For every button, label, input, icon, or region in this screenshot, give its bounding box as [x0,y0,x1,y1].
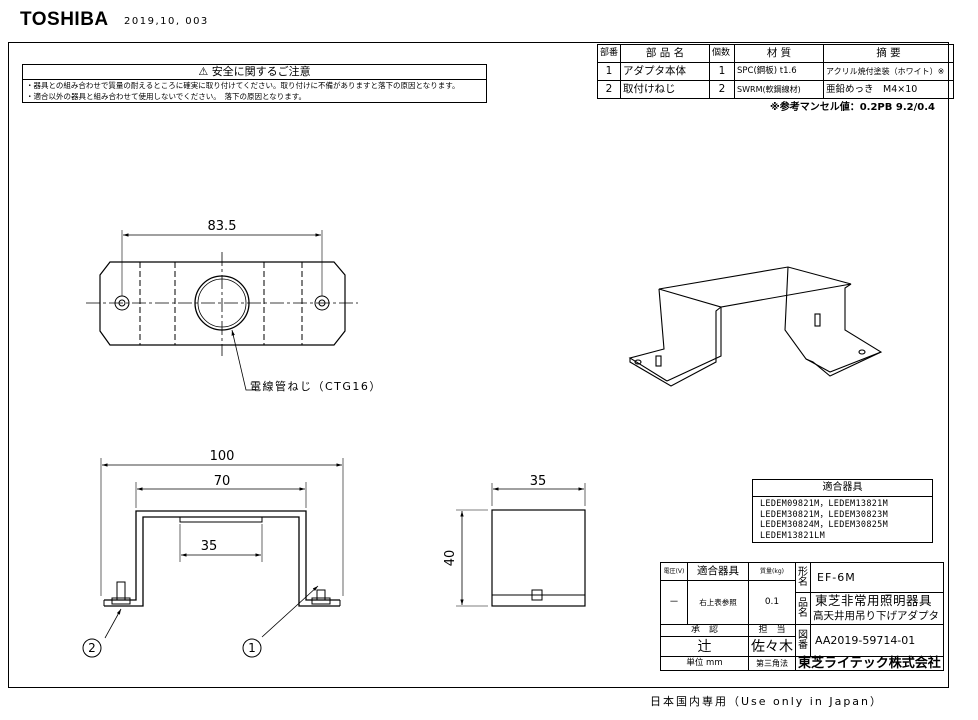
approver-label: 承 認 [660,624,749,637]
dim-front-center: 35 [201,539,218,554]
dim-top-width: 83.5 [208,219,237,234]
compat-title: 適合器具 [753,480,932,497]
safety-title: 安全に関するご注意 [211,65,311,78]
safety-line-2: ・適合以外の器具と組み合わせて使用しないでください。 落下の原因となります。 [26,92,307,101]
parts-row: 2 取付けねじ 2 SWRM(軟鋼線材) 亜鉛めっき M4×10 [596,80,955,99]
callout-2: 2 [88,641,96,655]
charge-name: 佐々木 [748,636,796,657]
use-only-note: 日本国内専用（Use only in Japan） [650,695,884,708]
charge-label: 担 当 [748,624,796,637]
voltage-label: 電圧(V) [660,562,688,581]
compat-line: LEDEM13821LM [760,530,826,541]
company-name: 東芝ライテック株式会社 [795,656,944,671]
drawing-number: AA2019-59714-01 [810,624,944,657]
dim-side-height: 40 [443,550,458,567]
product-line-2: 高天井用吊り下げアダプタ [810,608,944,625]
safety-title-row: ⚠ 安全に関するご注意 [23,65,486,80]
dim-front-inner: 70 [214,474,231,489]
compatible-fixtures-box: 適合器具 LEDEM09821M，LEDEM13821M LEDEM30821M… [752,479,933,543]
drawing-no-label: 図番 [795,624,811,657]
front-view [82,458,344,658]
fixture-value: 右上表参照 [687,580,749,625]
safety-line-1: ・器具との組み合わせで質量の耐えるところに確実に取り付けてください。取り付けに不… [26,81,460,90]
parts-table: 部番 部 品 名 個数 材 質 摘 要 1 アダプタ本体 1 SPC(鋼板) t… [596,44,955,99]
conduit-label: 電線管ねじ（CTG16） [250,379,382,393]
side-view [456,483,586,607]
dim-side-width: 35 [530,474,547,489]
compat-line: LEDEM09821M，LEDEM13821M [760,499,888,509]
brand-logo: TOSHIBA [20,9,109,30]
top-view [86,230,358,391]
unit-label: 単位 mm [660,656,749,671]
title-block: 電圧(V) 適合器具 質量(kg) 形名 EF-6M － 右上表参照 0.1 品… [660,562,944,671]
cell: 2 [596,80,622,99]
product-label: 品名 [795,592,811,625]
approver-name: 辻 [660,636,749,657]
product-line-1: 東芝非常用照明器具 [810,592,944,609]
dim-front-outer: 100 [210,449,235,464]
cell: 亜鉛めっき M4×10 [823,80,955,99]
cell: SWRM(軟鋼線材) [734,80,825,99]
projection-label: 第三角法 [748,656,796,671]
mass-label: 質量(kg) [748,562,796,581]
voltage-value: － [660,580,688,625]
document-date: 2019,10, 003 [124,16,209,27]
mass-value: 0.1 [748,580,796,625]
safety-notice: ⚠ 安全に関するご注意 ・器具との組み合わせで質量の耐えるところに確実に取り付け… [22,64,487,103]
fixture-label: 適合器具 [687,562,749,581]
munsell-note: ※参考マンセル値：0.2PB 9.2/0.4 [770,102,935,113]
isometric-view [628,266,883,387]
warning-icon: ⚠ [198,65,209,78]
model-label: 形名 [795,562,811,593]
model-number: EF-6M [810,562,944,593]
callout-1: 1 [248,641,256,655]
compat-line: LEDEM30821M，LEDEM30823M [760,509,888,520]
drawing-frame [8,42,949,688]
compat-line: LEDEM30824M，LEDEM30825M [760,520,888,530]
parts-row: 1 アダプタ本体 1 SPC(鋼板) t1.6 アクリル焼付塗装（ホワイト）※ [596,62,955,81]
